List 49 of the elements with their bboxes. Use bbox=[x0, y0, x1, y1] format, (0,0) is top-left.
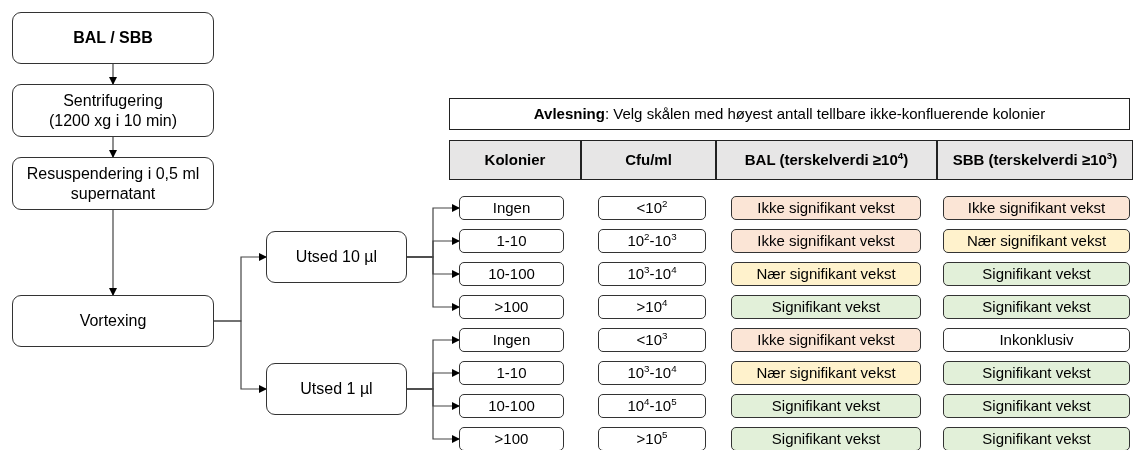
value-box: Ingen bbox=[459, 328, 564, 352]
result-box: Nær signifikant vekst bbox=[731, 361, 921, 385]
value-box: 10$^{3}$-10$^{4}$ bbox=[598, 361, 706, 385]
arrow bbox=[406, 388, 460, 443]
value-box: <10$^{3}$ bbox=[598, 328, 706, 352]
result-box: Signifikant vekst bbox=[943, 295, 1130, 319]
result-box: Inkonklusiv bbox=[943, 328, 1130, 352]
result-box: Ikke signifikant vekst bbox=[731, 229, 921, 253]
process-box: Utsed 1 µl bbox=[266, 363, 407, 415]
value-box: 10$^{2}$-10$^{3}$ bbox=[598, 229, 706, 253]
value-box: >100 bbox=[459, 295, 564, 319]
result-box: Nær signifikant vekst bbox=[731, 262, 921, 286]
result-box: Signifikant vekst bbox=[943, 427, 1130, 450]
arrow bbox=[406, 256, 460, 311]
value-box: Ingen bbox=[459, 196, 564, 220]
result-box: Signifikant vekst bbox=[731, 295, 921, 319]
result-box: Signifikant vekst bbox=[943, 394, 1130, 418]
result-box: Signifikant vekst bbox=[943, 262, 1130, 286]
process-box: Sentrifugering (1200 xg i 10 min) bbox=[12, 84, 214, 137]
result-box: Signifikant vekst bbox=[943, 361, 1130, 385]
process-box: Utsed 10 µl bbox=[266, 231, 407, 283]
process-box: Resuspendering i 0,5 ml supernatant bbox=[12, 157, 214, 210]
value-box: 1-10 bbox=[459, 229, 564, 253]
result-box: Ikke signifikant vekst bbox=[731, 328, 921, 352]
process-box: BAL / SBB bbox=[12, 12, 214, 64]
result-box: Ikke signifikant vekst bbox=[943, 196, 1130, 220]
value-box: >100 bbox=[459, 427, 564, 450]
value-box: 1-10 bbox=[459, 361, 564, 385]
arrow bbox=[109, 136, 117, 158]
value-box: <10$^{2}$ bbox=[598, 196, 706, 220]
value-box: >10$^{5}$ bbox=[598, 427, 706, 450]
arrow bbox=[109, 209, 117, 296]
table-header-cell: Cfu/ml bbox=[581, 140, 716, 180]
value-box: >10$^{4}$ bbox=[598, 295, 706, 319]
value-box: 10$^{3}$-10$^{4}$ bbox=[598, 262, 706, 286]
table-header-cell: Kolonier bbox=[449, 140, 581, 180]
result-box: Ikke signifikant vekst bbox=[731, 196, 921, 220]
arrow bbox=[213, 320, 267, 393]
value-box: 10-100 bbox=[459, 262, 564, 286]
result-box: Signifikant vekst bbox=[731, 394, 921, 418]
process-box: Vortexing bbox=[12, 295, 214, 347]
result-box: Nær signifikant vekst bbox=[943, 229, 1130, 253]
result-box: Signifikant vekst bbox=[731, 427, 921, 450]
table-header-cell: SBB (terskelverdi ≥10$^{3}$) bbox=[937, 140, 1133, 180]
instruction-box: Avlesning: Velg skålen med høyest antall tellbare ikke-konfluerende kolonier bbox=[449, 98, 1130, 130]
arrow bbox=[109, 63, 117, 85]
table-header-cell: BAL (terskelverdi ≥10$^{4}$) bbox=[716, 140, 937, 180]
value-box: 10-100 bbox=[459, 394, 564, 418]
value-box: 10$^{4}$-10$^{5}$ bbox=[598, 394, 706, 418]
